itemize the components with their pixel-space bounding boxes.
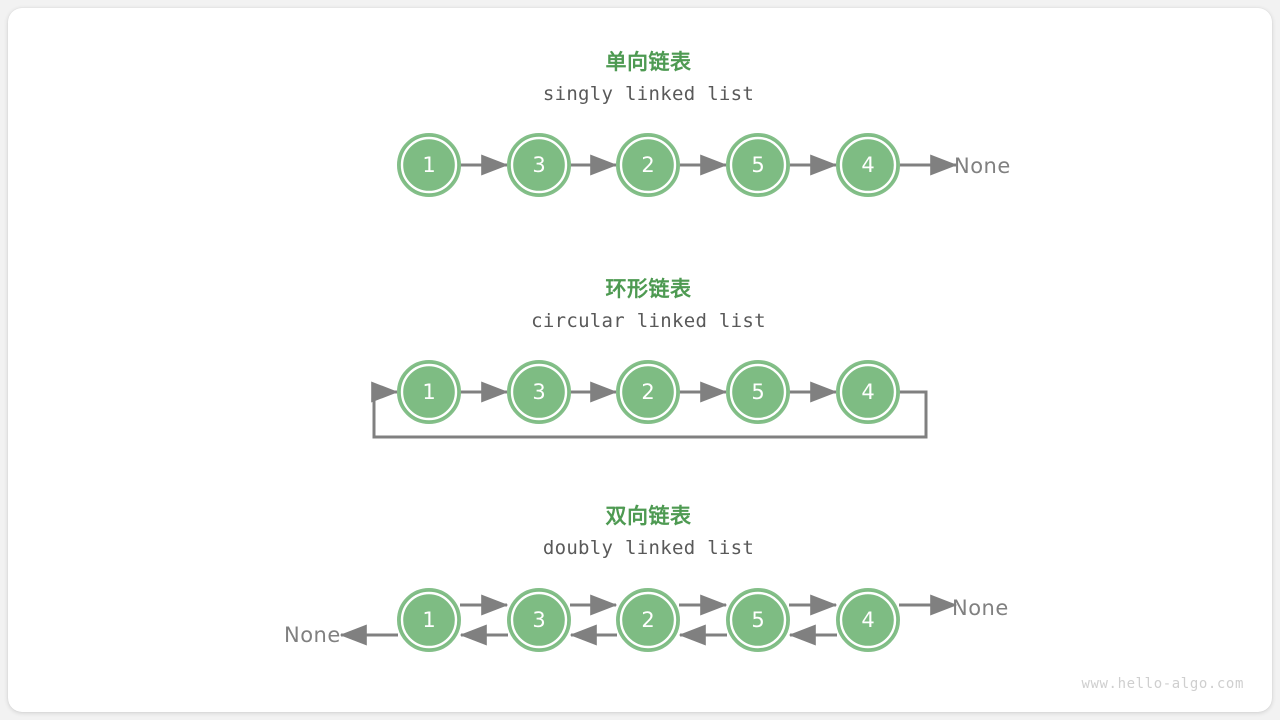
node-circle-singly-3 [729, 136, 787, 194]
node-circle-circular-2 [619, 363, 677, 421]
node-circle-circular-3 [729, 363, 787, 421]
section-subtitle-singly: singly linked list [542, 83, 755, 105]
node-circle-doubly-3 [729, 591, 787, 649]
node-circle-singly-4 [839, 136, 897, 194]
circular-loopback-path-circular [371, 381, 928, 439]
section-title-doubly: 双向链表 [605, 504, 692, 528]
node-circle-doubly-0 [400, 591, 458, 649]
node-circle-singly-2 [619, 136, 677, 194]
head-none-label-doubly: None [284, 623, 341, 647]
tail-none-label-singly: None [954, 154, 1011, 178]
section-subtitle-circular: circular linked list [531, 310, 766, 332]
node-circle-singly-1 [510, 136, 568, 194]
tail-none-label-doubly: None [952, 596, 1009, 620]
node-circle-doubly-4 [839, 591, 897, 649]
node-circle-circular-0 [400, 363, 458, 421]
section-title-singly: 单向链表 [605, 50, 692, 74]
watermark: www.hello-algo.com [1081, 676, 1244, 692]
node-circle-circular-4 [839, 363, 897, 421]
node-circle-doubly-1 [510, 591, 568, 649]
section-title-circular: 环形链表 [605, 277, 692, 301]
node-circle-singly-0 [400, 136, 458, 194]
section-subtitle-doubly: doubly linked list [542, 537, 755, 559]
node-circle-circular-1 [510, 363, 568, 421]
node-circle-doubly-2 [619, 591, 677, 649]
linked-list-vector-layer [339, 133, 958, 652]
